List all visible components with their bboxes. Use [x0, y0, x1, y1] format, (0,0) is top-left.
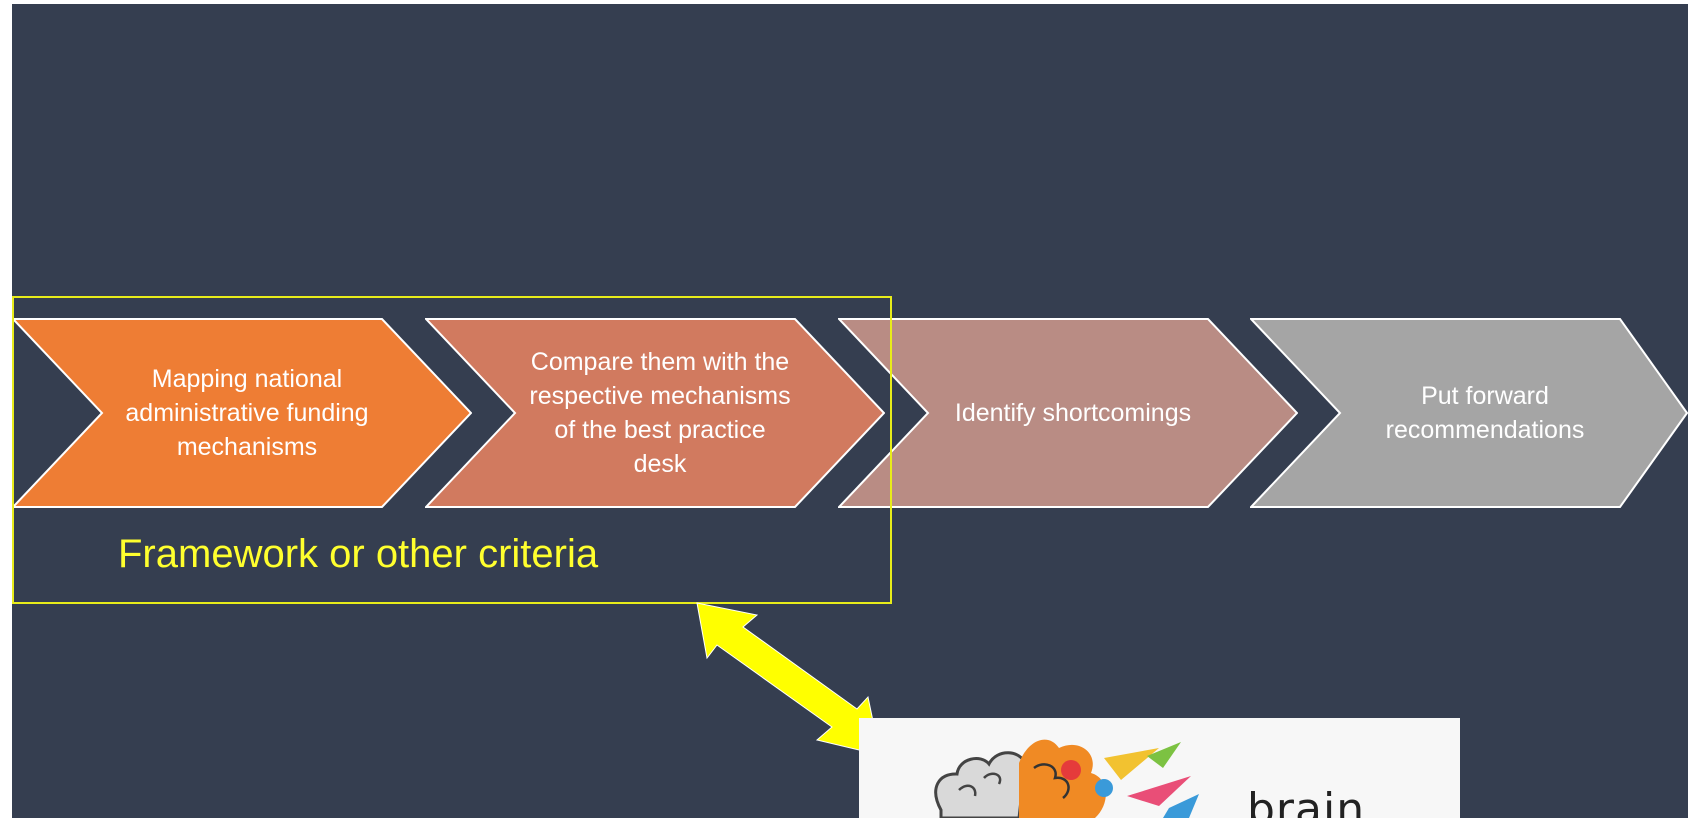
chevron-step-2 — [425, 318, 885, 508]
process-chevrons: Mapping national administrative funding … — [12, 318, 1688, 508]
step-4-label: Put forward recommendations — [1385, 382, 1585, 444]
chevron-step-3 — [838, 318, 1298, 508]
framework-label: Framework or other criteria — [118, 532, 599, 576]
brain-image: brain — [859, 718, 1460, 818]
chevron-step-4 — [1250, 318, 1688, 508]
chevron-step-1 — [12, 318, 472, 508]
step-2-label: Compare them with the respective mechani… — [529, 348, 791, 478]
step-3-label: Identify shortcomings — [954, 399, 1192, 427]
step-1-label: Mapping national administrative funding … — [125, 365, 369, 461]
brain-image-caption: brain — [1247, 784, 1366, 818]
brain-illustration-icon — [859, 718, 1460, 818]
